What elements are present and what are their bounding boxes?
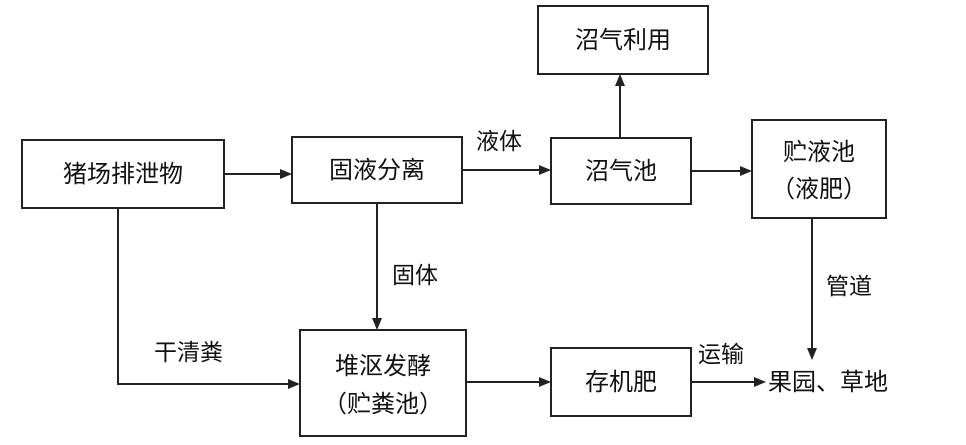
node-organic-fert-label: 存机肥 [585, 368, 657, 396]
node-biogas-use-label: 沼气利用 [575, 26, 671, 54]
edge-label-transport: 运输 [698, 342, 744, 368]
node-separation: 固液分离 [291, 136, 463, 204]
node-liquid-pool: 贮液池 （液肥） [751, 119, 887, 219]
node-compost-label-2: （贮粪池） [323, 390, 443, 418]
node-biogas-use: 沼气利用 [537, 5, 709, 75]
arrow-waste-to-compost [117, 208, 300, 389]
node-liquid-pool-label-1: 贮液池 [783, 138, 855, 166]
edge-label-solid: 固体 [392, 263, 438, 289]
node-organic-fert: 存机肥 [550, 347, 692, 417]
edge-label-liquid: 液体 [476, 129, 522, 155]
edge-label-dry-manure: 干清粪 [154, 340, 223, 366]
node-pig-waste-label: 猪场排泄物 [63, 160, 183, 188]
edge-label-pipeline: 管道 [826, 274, 872, 300]
node-digester: 沼气池 [550, 137, 692, 205]
node-liquid-pool-label-2: （液肥） [771, 175, 867, 203]
node-compost: 堆沤发酵 （贮粪池） [299, 329, 467, 437]
node-pig-waste: 猪场排泄物 [21, 139, 225, 209]
node-compost-label-1: 堆沤发酵 [335, 352, 431, 380]
node-digester-label: 沼气池 [585, 157, 657, 185]
node-destination-label: 果园、草地 [768, 368, 888, 396]
node-separation-label: 固液分离 [329, 156, 425, 184]
